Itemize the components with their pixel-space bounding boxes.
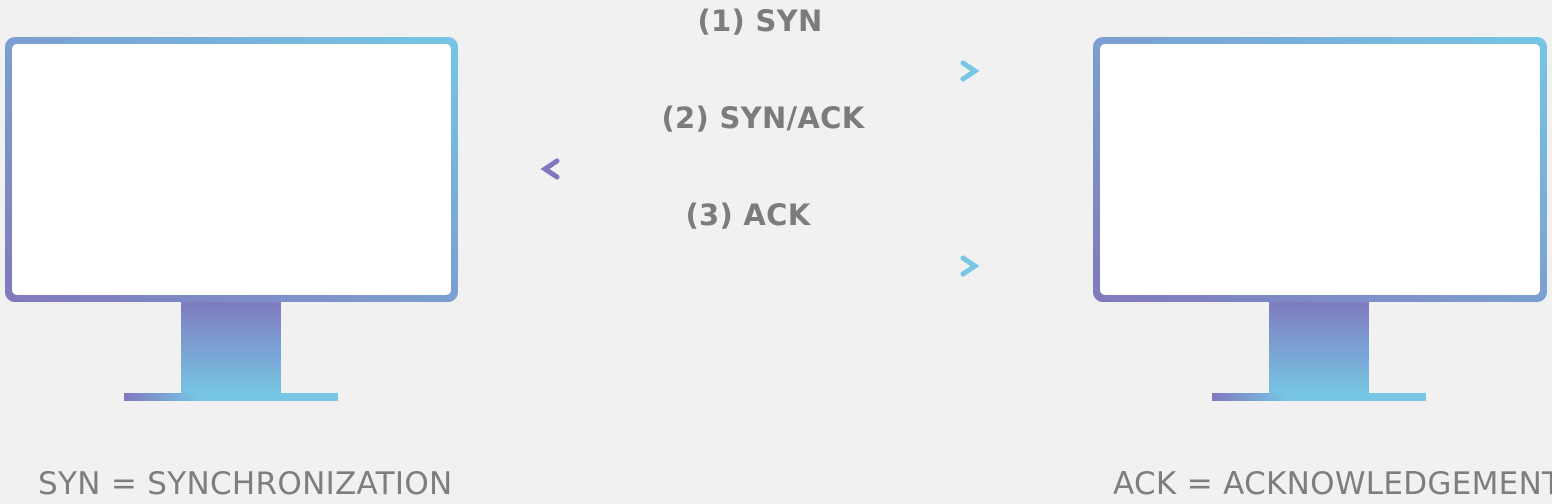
monitor-base bbox=[1212, 393, 1426, 401]
legend-syn: SYN = SYNCHRONIZATION bbox=[38, 466, 453, 502]
step-3-label: (3) ACK bbox=[685, 198, 811, 232]
monitor-stand bbox=[1269, 298, 1369, 396]
monitor-screen bbox=[1100, 44, 1540, 295]
arrow-right-icon bbox=[540, 60, 980, 82]
monitor-stand bbox=[181, 298, 281, 396]
monitor-screen bbox=[12, 44, 451, 295]
monitor-base bbox=[124, 393, 338, 401]
legend-ack: ACK = ACKNOWLEDGEMENT bbox=[1113, 466, 1552, 502]
computer-monitor-icon bbox=[5, 37, 458, 401]
computer-monitor-icon bbox=[1093, 37, 1547, 401]
arrow-left-icon bbox=[540, 158, 982, 180]
step-1-label: (1) SYN bbox=[697, 4, 823, 38]
step-2-label: (2) SYN/ACK bbox=[661, 101, 865, 135]
arrow-right-icon bbox=[540, 255, 980, 277]
